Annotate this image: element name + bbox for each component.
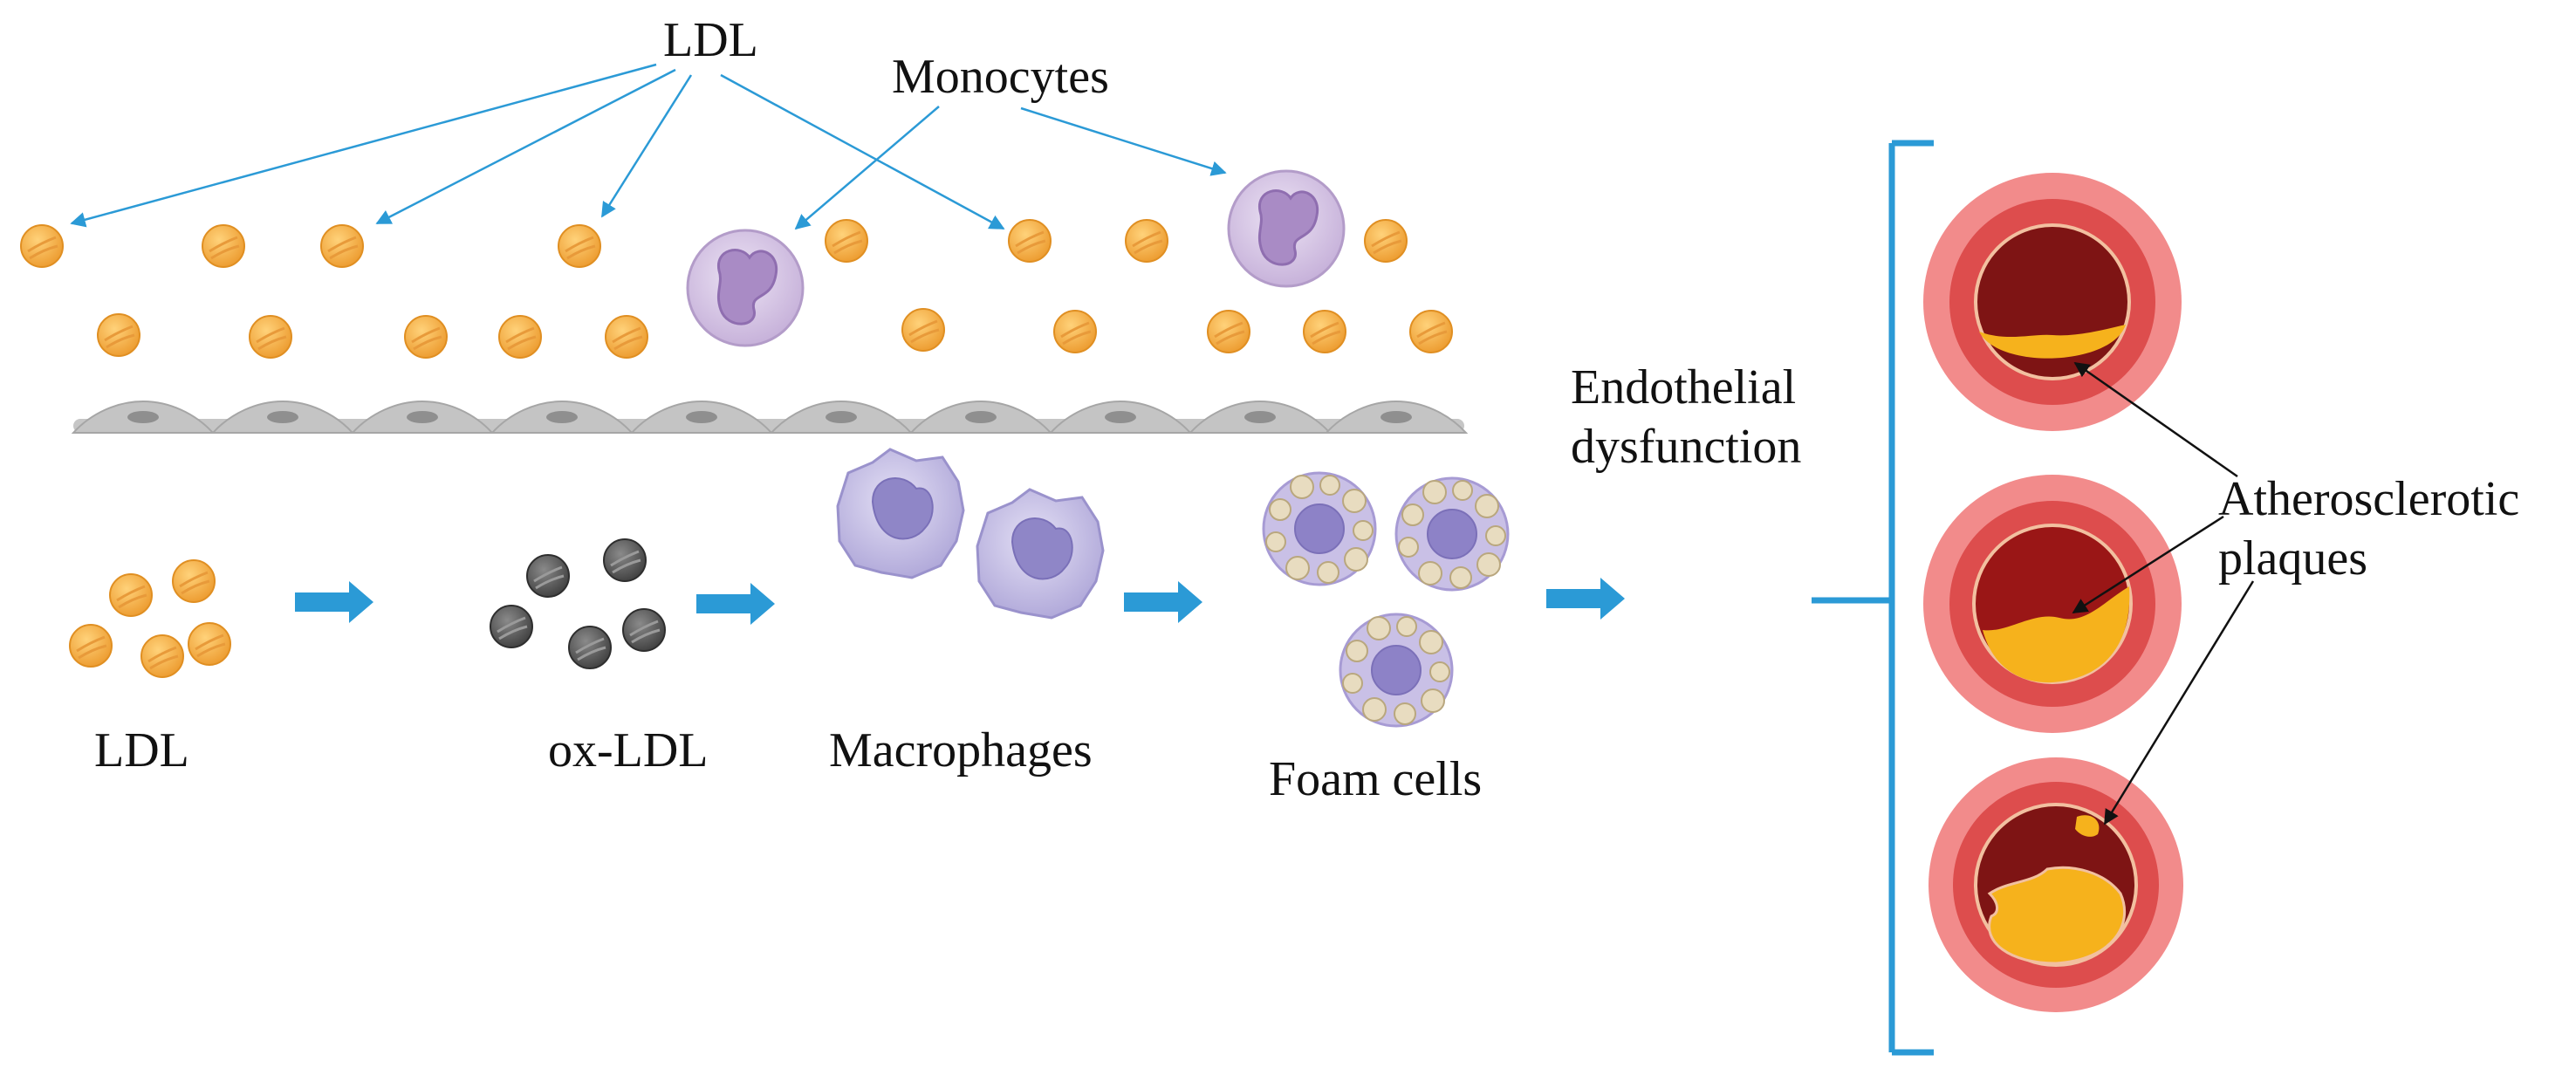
endothelial-cell <box>771 401 912 434</box>
flow-arrow <box>696 583 775 625</box>
plaque-pointer-arrow <box>2072 515 2224 614</box>
ldl-label: LDL <box>94 723 189 777</box>
flow-arrow <box>1124 581 1202 623</box>
endothelial-cell <box>1326 401 1467 434</box>
endothelial-line-1: Endothelial <box>1571 360 1797 414</box>
plaque <box>1987 866 2126 965</box>
artery-cross-section-3 <box>1929 757 2183 1012</box>
endothelium-layer <box>72 401 1467 434</box>
monocyte <box>686 229 805 347</box>
plaque <box>1979 325 2126 359</box>
ldl-pointer-arrow <box>375 68 676 225</box>
endothelial-cell <box>212 401 353 434</box>
ldl-particle <box>901 307 946 353</box>
ox-ldl-particle <box>621 607 667 653</box>
endothelial-cell <box>72 401 214 434</box>
atherosclerotic-plaques-label: Atherosclerotic plaques <box>2218 469 2576 589</box>
endothelial-dysfunction-label: Endothelial dysfunction <box>1571 358 1802 477</box>
ldl-particle <box>68 623 113 668</box>
ox-ldl-particle <box>602 538 647 583</box>
ldl-particle <box>171 558 216 604</box>
ldl-particle <box>497 314 543 360</box>
monocyte-pointer-arrow <box>794 106 940 230</box>
endothelial-cell <box>352 401 493 434</box>
monocyte-pointer-lines <box>794 106 1227 230</box>
plaque-pointer-arrow <box>2103 580 2255 825</box>
macrophage <box>976 488 1105 620</box>
ox-ldl-particle <box>525 553 571 599</box>
ldl-particle <box>824 218 869 264</box>
bracket <box>1812 140 1934 1056</box>
ldl-particle <box>604 314 649 360</box>
ldl-pointer-lines <box>70 63 1005 230</box>
plaque-pointer-lines <box>2072 361 2255 825</box>
ldl-particle <box>1206 309 1251 354</box>
foam-cell <box>1339 613 1454 728</box>
ldl-particle <box>96 312 141 358</box>
endothelial-cell <box>1050 401 1191 434</box>
monocytes-label: Monocytes <box>892 50 1109 104</box>
ldl-particle <box>403 314 449 360</box>
ldl-particle <box>1408 309 1454 354</box>
flow-arrow <box>1546 578 1625 620</box>
artery-cross-section-1 <box>1923 173 2182 431</box>
monocyte <box>1227 169 1346 288</box>
ldl-particle <box>1124 218 1169 264</box>
ldl-particle <box>1302 309 1347 354</box>
ldl-top-label: LDL <box>663 13 758 67</box>
ldl-pointer-arrow <box>720 73 1005 230</box>
ox-ldl-cluster <box>489 538 667 670</box>
ox-ldl-particle <box>489 604 534 649</box>
ldl-particle <box>1007 218 1052 264</box>
ldl-pointer-arrow <box>70 63 657 228</box>
ldl-particle <box>1363 218 1408 264</box>
foam-cells-label: Foam cells <box>1269 752 1483 806</box>
ldl-particle <box>1052 309 1098 354</box>
ldl-particle <box>187 621 232 667</box>
foam-cell <box>1394 476 1510 592</box>
flow-arrow <box>295 581 373 623</box>
ldl-particle <box>248 314 293 360</box>
endothelial-cell <box>631 401 772 434</box>
artery-cross-section-2 <box>1923 475 2182 733</box>
foam-cell <box>1262 471 1377 586</box>
endothelial-cell <box>1189 401 1331 434</box>
ldl-particle <box>319 223 365 269</box>
ldl-pointer-arrow <box>600 74 693 218</box>
atherosclerotic-line-2: plaques <box>2218 531 2368 586</box>
ldl-particle <box>557 223 602 269</box>
plaque-pointer-arrow <box>2073 361 2238 478</box>
ldl-particle <box>19 223 65 269</box>
ox-ldl-particle <box>567 625 613 670</box>
ldl-particle <box>201 223 246 269</box>
endothelial-cell <box>491 401 633 434</box>
monocyte-pointer-arrow <box>1020 106 1227 176</box>
endothelial-line-2: dysfunction <box>1571 420 1802 475</box>
ldl-particle <box>140 634 185 679</box>
plaque <box>1983 586 2130 683</box>
plaque <box>2075 815 2100 837</box>
macrophages-label: Macrophages <box>829 723 1093 777</box>
macrophage <box>836 448 965 579</box>
ldl-cluster <box>68 558 232 679</box>
ox-ldl-label: ox-LDL <box>548 723 709 777</box>
ldl-particle <box>108 572 154 618</box>
endothelial-cell <box>910 401 1052 434</box>
atherosclerotic-line-1: Atherosclerotic <box>2218 472 2520 526</box>
